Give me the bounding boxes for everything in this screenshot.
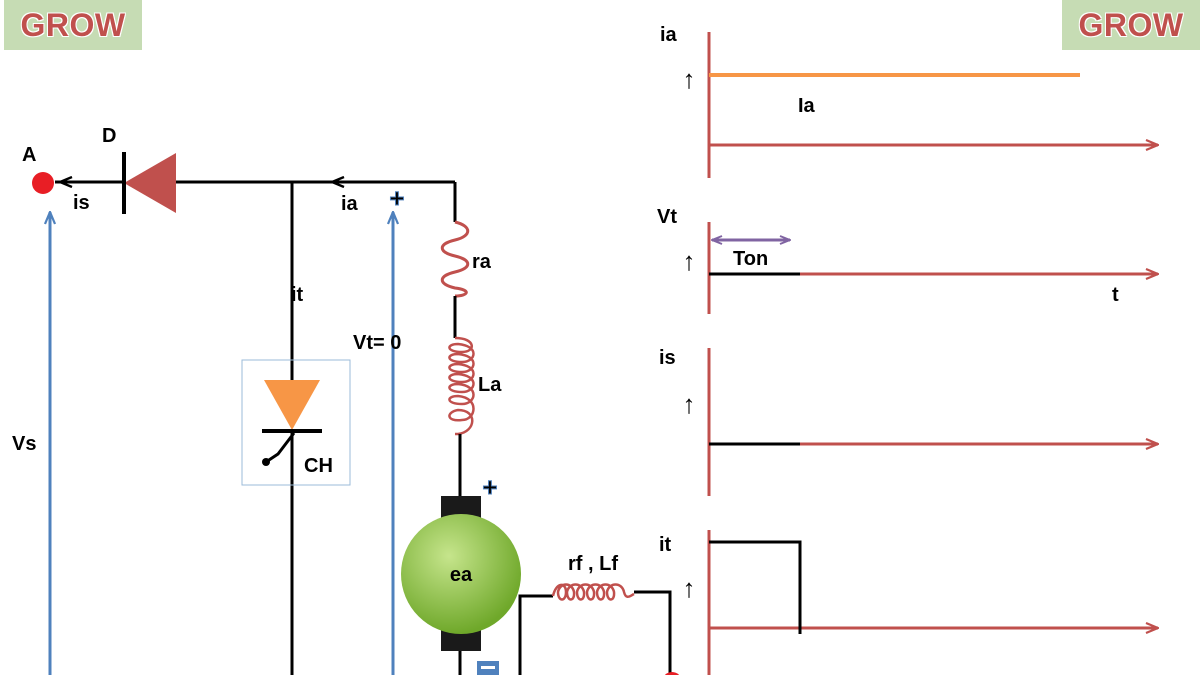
is-up-arrow: ↑ (683, 389, 696, 419)
ia-level-label: Ia (798, 95, 816, 117)
plus-sign-top: + (389, 183, 404, 213)
it-up-arrow: ↑ (683, 573, 696, 603)
source-voltage-label: Vs (12, 433, 36, 455)
it-pulse (709, 540, 802, 634)
field-winding (551, 583, 635, 601)
vt-ylabel: Vt (657, 206, 677, 228)
terminal-bottom (664, 672, 680, 675)
thyristor (241, 359, 351, 486)
armature-inductance (448, 336, 475, 436)
chopper-label: CH (304, 455, 333, 477)
field-label: rf , Lf (568, 553, 618, 575)
thyristor-triangle (264, 380, 320, 430)
diode-label: D (102, 125, 116, 147)
terminal-voltage-label: Vt= 0 (353, 332, 401, 354)
waveform-it: it ↑ (659, 530, 1158, 675)
armature-resistance-label: ra (472, 251, 492, 273)
wire-field-right (634, 590, 672, 675)
is-ylabel: is (659, 347, 676, 369)
source-current-label: is (73, 192, 90, 214)
logo-left: GROW (4, 0, 142, 50)
it-ylabel: it (659, 534, 672, 556)
waveform-is: is ↑ (659, 347, 1158, 496)
motor (401, 514, 521, 634)
ia-ylabel: ia (660, 24, 678, 46)
circuit: A is D ia + it CH Vs (12, 125, 680, 675)
waveform-vt: Vt ↑ Ton t (657, 206, 1158, 314)
minus-sign-bar (481, 666, 495, 669)
ton-label: Ton (733, 248, 768, 270)
armature-inductance-label: La (478, 374, 502, 396)
armature-current-label: ia (341, 193, 359, 215)
thyristor-frame (241, 359, 351, 486)
terminal-a-label: A (22, 144, 36, 166)
ia-up-arrow: ↑ (683, 64, 696, 94)
logo-left-text: GROW (20, 6, 126, 43)
thyristor-current-label: it (291, 284, 304, 306)
waveform-ia: ia ↑ Ia (660, 24, 1158, 178)
diode (122, 152, 176, 214)
plus-sign-motor: + (482, 472, 497, 502)
motor-emf-label: ea (450, 564, 473, 586)
terminal-a (32, 172, 54, 194)
thyristor-gate-dot (262, 458, 270, 466)
logo-right: GROW (1062, 0, 1200, 50)
vt-xlabel: t (1112, 284, 1119, 306)
waveforms: ia ↑ Ia Vt ↑ Ton t is ↑ (657, 24, 1158, 675)
wire-field-left (518, 594, 553, 675)
logo-right-text: GROW (1078, 6, 1184, 43)
vt-up-arrow: ↑ (683, 246, 696, 276)
diode-triangle (124, 153, 176, 213)
armature-resistance (440, 220, 470, 298)
thyristor-gate (265, 432, 296, 464)
